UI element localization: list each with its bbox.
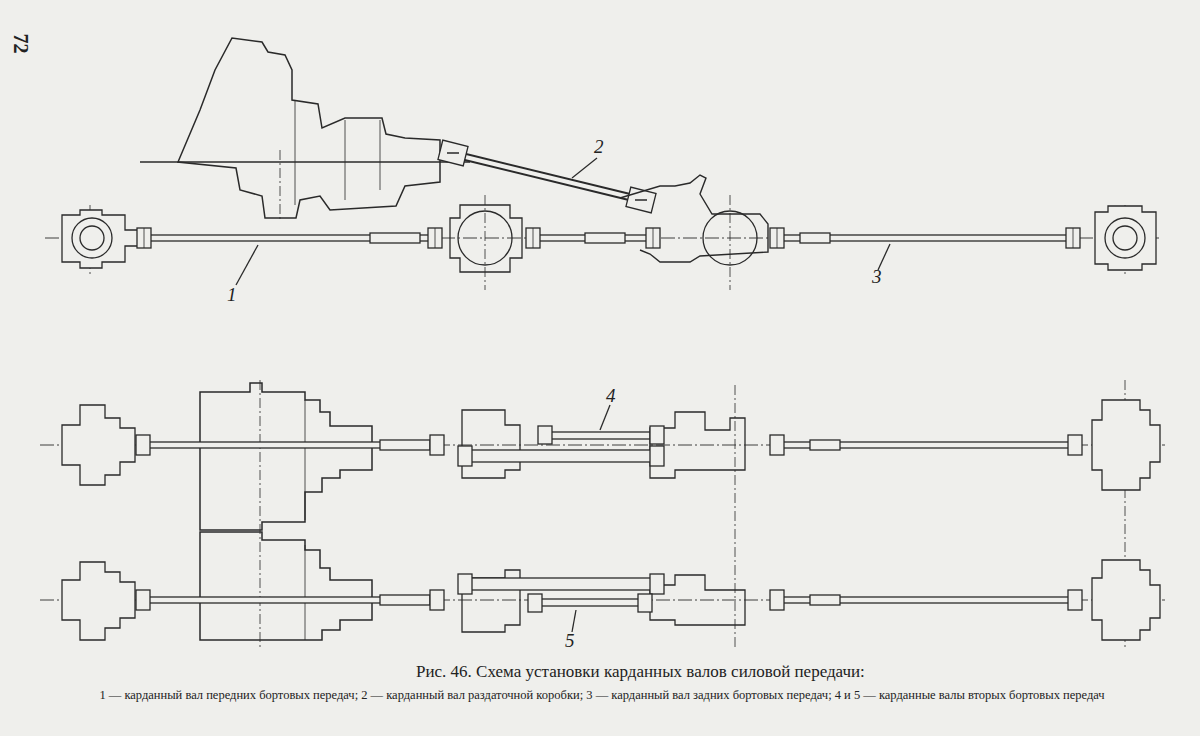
callout-number: 3 [872, 266, 882, 288]
figure-key: 1 — карданный вал передних бортовых пере… [28, 687, 1176, 705]
drawing-line [650, 574, 664, 594]
drawing-line [236, 245, 258, 285]
drawing-line [136, 590, 150, 610]
drawing-line [585, 233, 625, 243]
drawing-line [1092, 400, 1160, 490]
drawing-line [572, 158, 597, 178]
drawing-line [1113, 226, 1137, 250]
drawing-line [1092, 560, 1160, 640]
drawing-line [650, 446, 664, 466]
drawing-line [810, 595, 840, 605]
drawing-line [470, 450, 655, 462]
drawing-line [600, 405, 610, 430]
drawing-line [447, 153, 647, 200]
drawing-line [620, 175, 768, 262]
drawing-line [770, 590, 784, 610]
drawing-line [650, 426, 664, 444]
drawing-line [136, 435, 150, 455]
drawing-line [770, 435, 784, 455]
drawing-line [458, 446, 472, 466]
drawing-line [538, 426, 552, 444]
drawing-line [62, 405, 135, 485]
drawing-line [90, 150, 1125, 290]
drawing-line [430, 590, 444, 610]
callout-number: 2 [594, 136, 604, 158]
drawing-line [430, 435, 444, 455]
drawing-line [370, 233, 420, 243]
drawing-line [703, 211, 757, 265]
drawing-line [40, 38, 1165, 650]
drawing-line [450, 205, 522, 272]
drawing-line [72, 218, 112, 258]
drawing-line [528, 594, 542, 612]
drawing-line [80, 226, 104, 250]
drawing-line [810, 440, 840, 450]
drawing-line [136, 426, 1082, 612]
drawing-line [305, 400, 306, 640]
drawing-line [295, 100, 380, 205]
drawing-line [458, 211, 512, 265]
drawing-line [550, 432, 650, 439]
callout-number: 5 [565, 630, 575, 652]
drawing-line [458, 574, 472, 594]
drawing-line [700, 215, 770, 262]
figure-caption: Рис. 46. Схема установки карданных валов… [416, 662, 865, 682]
drawing-line [445, 152, 650, 202]
drawing-line [178, 38, 440, 218]
drawing-line [540, 599, 640, 606]
callout-number: 1 [227, 284, 237, 306]
drawing-line [144, 228, 1073, 248]
drawing-line [1068, 590, 1082, 610]
page-number: 72 [9, 34, 32, 54]
drawing-line [638, 594, 652, 612]
drawing-line [470, 578, 655, 590]
drawing-line [462, 570, 745, 632]
callout-number: 4 [606, 385, 616, 407]
drawing-line [380, 440, 430, 450]
drawing-line [200, 383, 372, 530]
drawing-line [200, 532, 372, 640]
drawing-line [40, 445, 1165, 600]
drawing-line [445, 152, 650, 202]
drawing-line [260, 380, 1125, 650]
drawing-line [1095, 206, 1156, 270]
drawing-line [1105, 218, 1145, 258]
drawing-line [572, 610, 576, 632]
drawing-line [62, 210, 138, 268]
drawing-line [137, 228, 1080, 248]
drawing-line [62, 562, 135, 640]
drawing-line [380, 595, 430, 605]
drawing-line [1068, 435, 1082, 455]
drawing-line [800, 233, 830, 243]
